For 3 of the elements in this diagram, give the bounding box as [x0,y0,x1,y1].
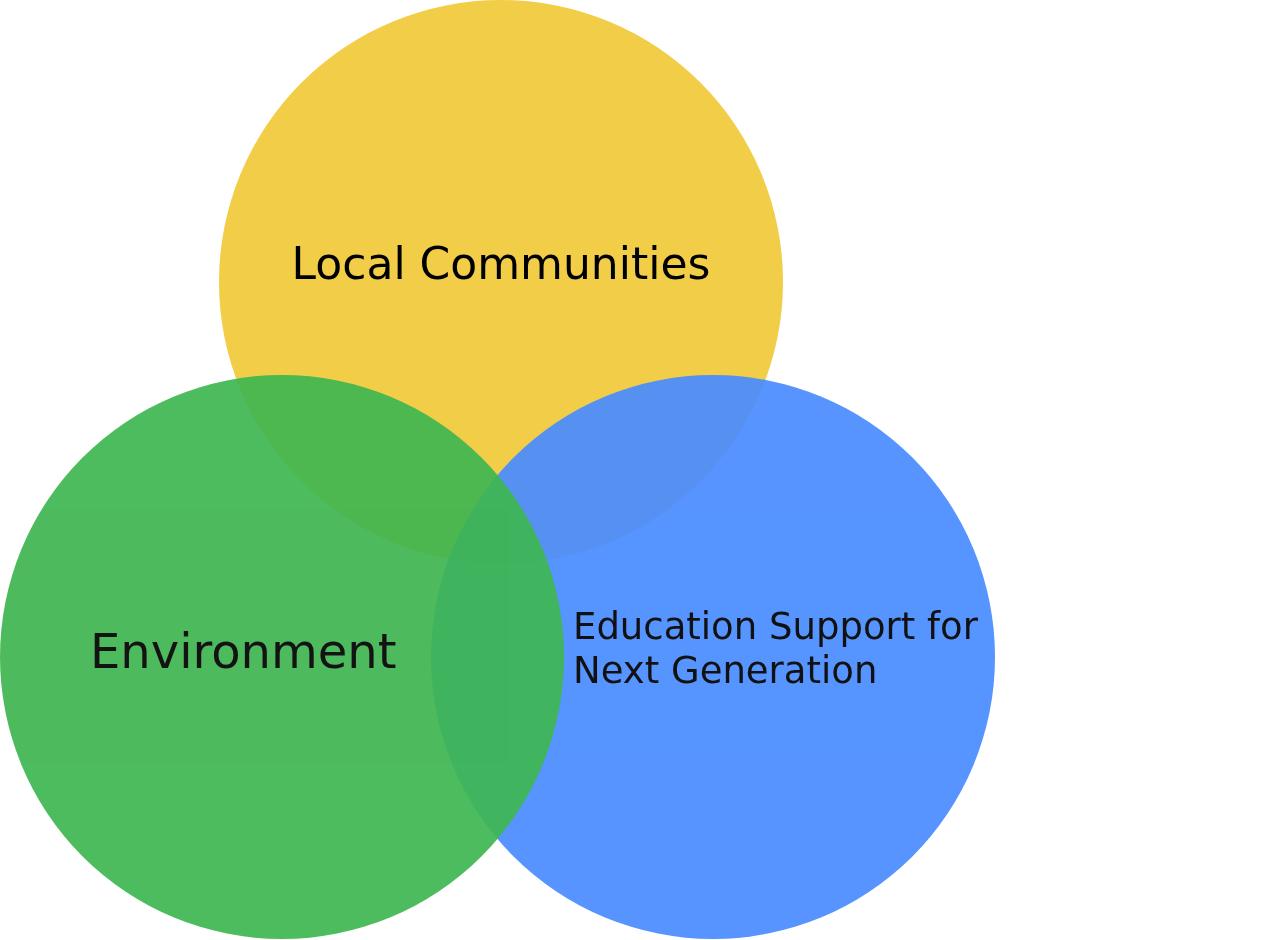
circle-label: Environment [90,623,398,681]
circle-label: Local Communities [290,238,712,291]
circle-label: Education Support for Next Generation [573,605,979,694]
